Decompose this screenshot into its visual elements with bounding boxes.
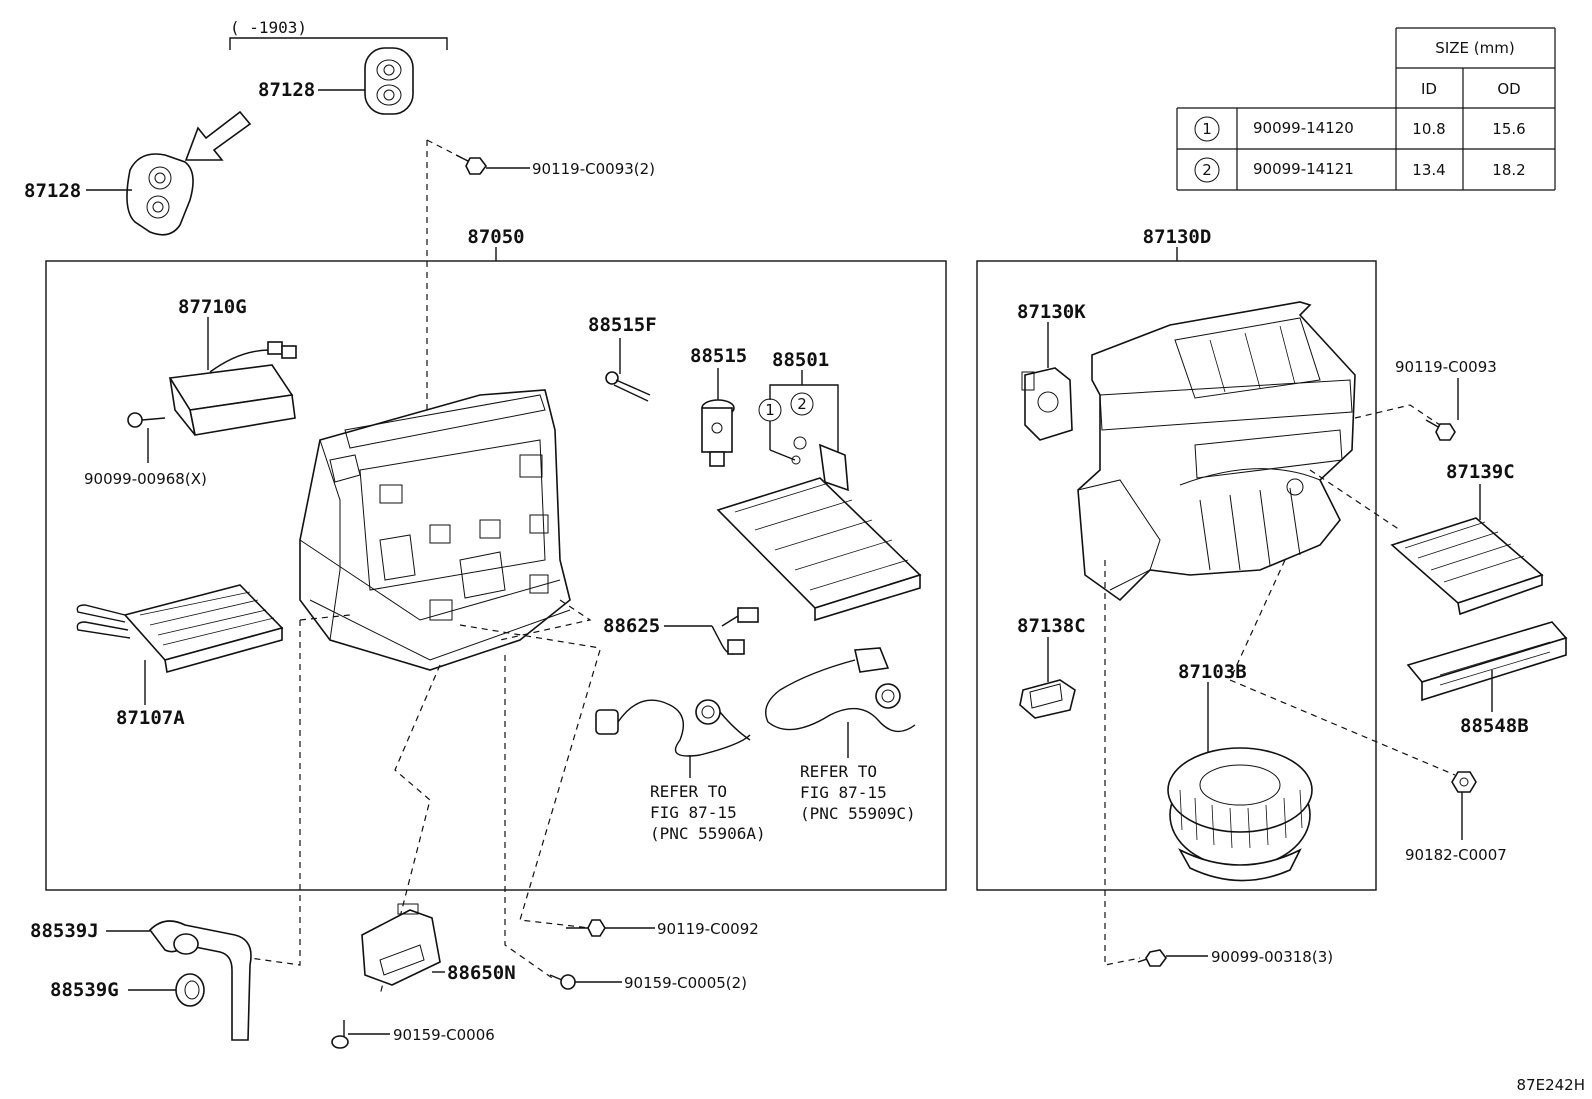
label-87128-left: 87128 bbox=[24, 180, 81, 202]
amplifier-88650n: 88650N bbox=[361, 903, 516, 986]
grommet-left-part: 87128 bbox=[24, 153, 194, 236]
size-table: SIZE (mm) ID OD 1 90099-14120 10.8 15.6 … bbox=[1176, 27, 1556, 191]
servo-motor-87710g: 87710G 90099-00968(X) bbox=[84, 296, 297, 488]
size-table-header: SIZE (mm) bbox=[1435, 39, 1514, 57]
date-range-bracket: ( -1903) bbox=[229, 18, 448, 50]
left-dashed-leaders bbox=[249, 599, 601, 996]
screw-c0092: 90119-C0092 bbox=[566, 919, 759, 938]
blower-housing bbox=[1077, 301, 1356, 602]
refer-2-line3: (PNC 55909C) bbox=[800, 804, 916, 823]
heater-unit-housing bbox=[299, 389, 571, 671]
label-87050: 87050 bbox=[467, 226, 524, 248]
blower-motor-87103b: 87103B bbox=[1167, 559, 1313, 882]
screw-c0005: 90159-C0005(2) bbox=[549, 974, 747, 992]
label-87130k: 87130K bbox=[1017, 301, 1086, 323]
label-88539j: 88539J bbox=[30, 920, 99, 942]
label-90099-00968: 90099-00968(X) bbox=[84, 470, 207, 488]
wire-harness-55906a bbox=[595, 699, 751, 757]
date-range-label: ( -1903) bbox=[230, 18, 307, 37]
label-88548b: 88548B bbox=[1460, 715, 1529, 737]
screw-c0006: 90159-C0006 bbox=[331, 1020, 495, 1049]
label-87107a: 87107A bbox=[116, 707, 185, 729]
label-87103b: 87103B bbox=[1178, 661, 1247, 683]
label-90182-c0007: 90182-C0007 bbox=[1405, 846, 1507, 864]
label-88515: 88515 bbox=[690, 345, 747, 367]
size-table-marker-2: 2 bbox=[1202, 161, 1212, 179]
hose-88539j: 88539J bbox=[30, 920, 252, 1041]
marker-2: 2 bbox=[797, 395, 807, 413]
size-table-od-2: 18.2 bbox=[1492, 161, 1525, 179]
refer-2-line1: REFER TO bbox=[800, 762, 877, 781]
label-87710g: 87710G bbox=[178, 296, 247, 318]
size-table-id-2: 13.4 bbox=[1412, 161, 1445, 179]
label-90119-c0093: 90119-C0093 bbox=[1395, 358, 1497, 376]
size-table-id-1: 10.8 bbox=[1412, 120, 1445, 138]
heater-core-87107a: 87107A bbox=[76, 584, 284, 729]
refer-note-1: REFER TO FIG 87-15 (PNC 55906A) bbox=[650, 755, 766, 843]
direction-arrow bbox=[184, 110, 252, 161]
label-90119-c0093-2: 90119-C0093(2) bbox=[532, 160, 655, 178]
figure-code: 87E242H bbox=[1517, 1076, 1585, 1094]
screw-00318: 90099-00318(3) bbox=[1104, 560, 1333, 967]
hose-cap-88539g: 88539G bbox=[50, 973, 205, 1007]
nut-90182-c0007: 90182-C0007 bbox=[1229, 679, 1507, 864]
refer-1-line3: (PNC 55906A) bbox=[650, 824, 766, 843]
size-table-marker-1: 1 bbox=[1202, 120, 1212, 138]
bolt-88515f: 88515F bbox=[588, 314, 657, 402]
label-87138c: 87138C bbox=[1017, 615, 1086, 637]
label-90119-c0092: 90119-C0092 bbox=[657, 920, 759, 938]
resistor-87138c: 87138C bbox=[1017, 615, 1086, 719]
refer-1-line2: FIG 87-15 bbox=[650, 803, 737, 822]
label-87130d: 87130D bbox=[1143, 226, 1212, 248]
size-table-part-2: 90099-14121 bbox=[1253, 160, 1354, 178]
marker-1: 1 bbox=[765, 401, 775, 419]
filter-case-87139c: 87139C bbox=[1309, 461, 1544, 616]
filter-88548b: 88548B bbox=[1406, 621, 1568, 737]
label-88650n: 88650N bbox=[447, 962, 516, 984]
size-table-part-1: 90099-14120 bbox=[1253, 119, 1354, 137]
size-table-col-id: ID bbox=[1421, 80, 1437, 98]
expansion-valve-88515: 88515 bbox=[690, 345, 747, 467]
label-88625: 88625 bbox=[603, 615, 660, 637]
wire-harness-55909c bbox=[765, 647, 916, 733]
label-88501: 88501 bbox=[772, 349, 829, 371]
label-88515f: 88515F bbox=[588, 314, 657, 336]
left-assembly-group: 87050 bbox=[45, 226, 947, 891]
servo-motor-87130k: 87130K bbox=[1017, 301, 1086, 441]
screw-c0093-right: 90119-C0093 bbox=[1354, 358, 1497, 441]
label-87128-top: 87128 bbox=[258, 79, 315, 101]
label-87139c: 87139C bbox=[1446, 461, 1515, 483]
evaporator-88501: 88501 1 2 bbox=[716, 349, 922, 622]
refer-2-line2: FIG 87-15 bbox=[800, 783, 887, 802]
refer-1-line1: REFER TO bbox=[650, 782, 727, 801]
label-90159-c0005-2: 90159-C0005(2) bbox=[624, 974, 747, 992]
label-90159-c0006: 90159-C0006 bbox=[393, 1026, 495, 1044]
label-88539g: 88539G bbox=[50, 979, 119, 1001]
label-90099-00318-3: 90099-00318(3) bbox=[1211, 948, 1333, 966]
grommet-top-part: 87128 bbox=[258, 47, 414, 115]
right-assembly-group: 87130D bbox=[976, 226, 1377, 891]
size-table-od-1: 15.6 bbox=[1492, 120, 1525, 138]
size-table-col-od: OD bbox=[1497, 80, 1520, 98]
refer-note-2: REFER TO FIG 87-15 (PNC 55909C) bbox=[800, 722, 916, 823]
thermistor-88625: 88625 bbox=[603, 607, 759, 655]
